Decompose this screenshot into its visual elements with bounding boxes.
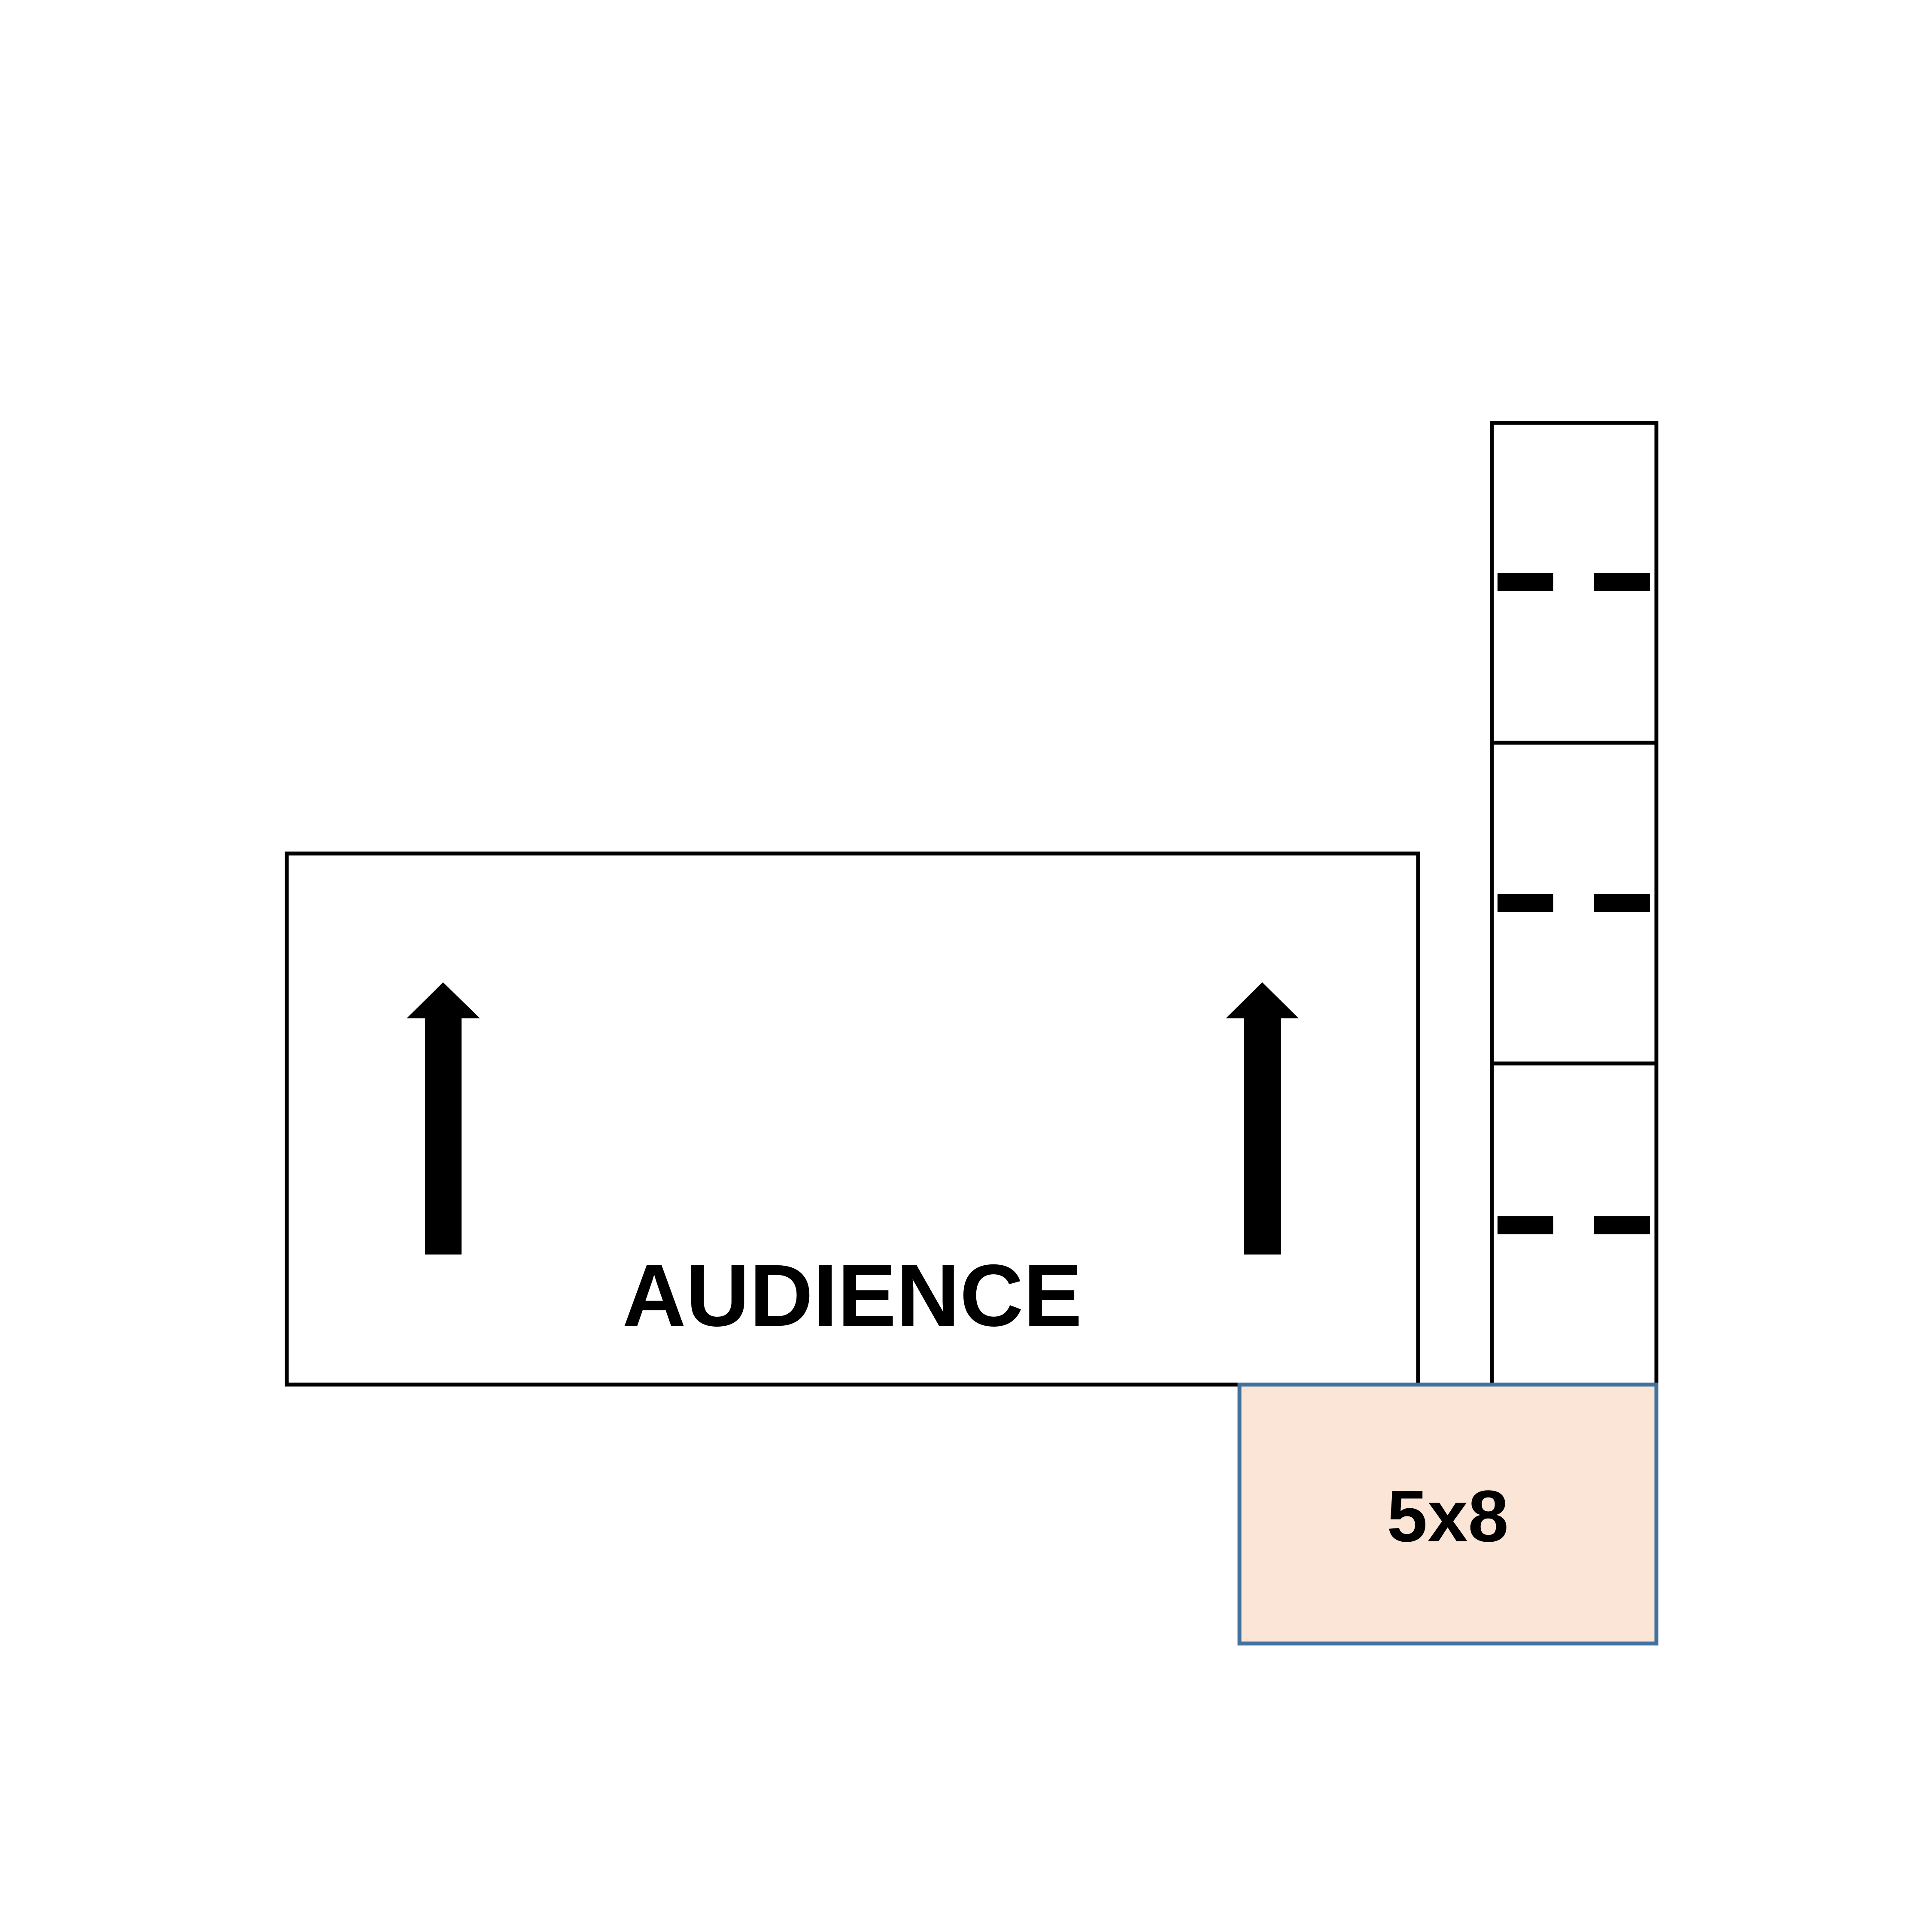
audience-area: AUDIENCE [285, 851, 1420, 1387]
stage-block-label: 5x8 [1387, 1476, 1509, 1557]
up-arrow-icon [407, 982, 480, 1255]
dash-marker-icon [1498, 573, 1650, 591]
dash-marker-icon [1498, 894, 1650, 912]
audience-area-border [285, 851, 1420, 1387]
stage-block-rect [1237, 1382, 1659, 1646]
stage-block: 5x8 [1237, 1382, 1659, 1646]
up-arrow-icon [1226, 982, 1299, 1255]
audience-label: AUDIENCE [623, 1246, 1082, 1345]
side-column [1490, 421, 1659, 1387]
dash-marker-icon [1498, 1216, 1650, 1234]
